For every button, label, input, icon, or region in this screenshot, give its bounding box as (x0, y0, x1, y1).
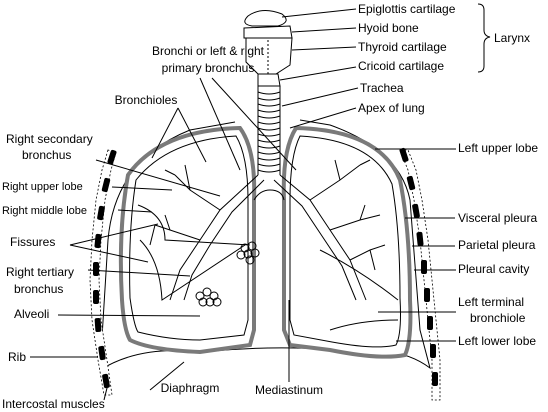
trachea-ring (257, 91, 281, 95)
rib-r9 (432, 372, 438, 386)
left-oblique-fissure (319, 249, 399, 301)
label-right-secondary-1: Right secondary (6, 132, 93, 146)
label-rib: Rib (8, 350, 26, 364)
trachea-ring (257, 133, 281, 137)
trachea-ring (257, 139, 281, 143)
rib-r6 (424, 288, 430, 302)
label-left-terminal-2: bronchiole (470, 311, 526, 325)
alveoli-clusters (195, 241, 260, 307)
epiglottis-shape (244, 10, 287, 27)
label-right-tertiary-1: Right tertiary (6, 265, 74, 279)
oblique-fissure (139, 239, 246, 301)
left-lung (281, 125, 413, 359)
rib-l3 (97, 205, 105, 221)
label-visceral-pleura: Visceral pleura (458, 211, 537, 225)
rib-l2 (101, 177, 111, 193)
trachea-ring (257, 151, 281, 155)
right-lung (118, 125, 257, 355)
trachea-ring (257, 97, 281, 101)
rib-l8 (98, 345, 106, 361)
rib-l1 (107, 149, 117, 165)
rib-r8 (430, 344, 436, 358)
label-fissures: Fissures (10, 235, 55, 249)
rib-r4 (416, 231, 424, 247)
hyoid-shape (243, 25, 293, 39)
label-intercostal: Intercostal muscles (2, 397, 105, 411)
horizontal-fissure (137, 204, 251, 246)
rib-r3 (412, 203, 420, 219)
trachea-ring (257, 157, 281, 161)
trachea-ring (257, 145, 281, 149)
label-left-lower-lobe: Left lower lobe (458, 334, 536, 348)
rib-l5 (93, 262, 99, 276)
label-right-tertiary-2: bronchus (14, 282, 63, 296)
label-cricoid: Cricoid cartilage (358, 59, 444, 73)
rib-l7 (94, 317, 102, 333)
trachea-ring (257, 169, 281, 173)
mediastinum-region (253, 189, 285, 201)
leader-lines (30, 3, 491, 401)
label-trachea: Trachea (360, 81, 404, 95)
label-right-upper-lobe: Right upper lobe (2, 181, 83, 193)
label-hyoid: Hyoid bone (358, 21, 419, 35)
trachea-ring (257, 115, 281, 119)
rib-r5 (421, 260, 427, 274)
label-right-secondary-2: bronchus (22, 148, 71, 162)
label-alveoli: Alveoli (14, 307, 49, 321)
bronchial-tree (149, 159, 386, 301)
label-right-middle-lobe: Right middle lobe (2, 205, 87, 217)
right-rib-column (89, 149, 117, 396)
labels: Epiglottis cartilage Hyoid bone Thyroid … (2, 2, 538, 411)
trachea (257, 86, 281, 175)
trachea-ring (257, 109, 281, 113)
trachea-ring (257, 121, 281, 125)
label-larynx: Larynx (494, 31, 530, 45)
label-parietal-pleura: Parietal pleura (458, 238, 536, 252)
label-epiglottis: Epiglottis cartilage (358, 2, 456, 16)
label-bronchi-1: Bronchi or left & right (152, 44, 265, 58)
label-pleural-cavity: Pleural cavity (458, 262, 529, 276)
trachea-ring (257, 103, 281, 107)
rib-r2 (406, 175, 416, 191)
label-bronchi-2: primary bronchus (162, 61, 255, 75)
label-apex: Apex of lung (358, 101, 425, 115)
label-bronchioles: Bronchioles (115, 93, 178, 107)
label-thyroid: Thyroid cartilage (358, 40, 447, 54)
cricoid-shape (257, 73, 281, 87)
label-left-upper-lobe: Left upper lobe (458, 141, 538, 155)
left-rib-column (399, 147, 441, 401)
label-mediastinum: Mediastinum (255, 383, 323, 397)
trachea-ring (257, 163, 281, 167)
label-diaphragm: Diaphragm (161, 381, 220, 395)
trachea-ring (257, 127, 281, 131)
rib-r1 (399, 147, 409, 163)
rib-r7 (427, 316, 433, 330)
rib-l6 (93, 290, 99, 304)
label-left-terminal-1: Left terminal (458, 295, 524, 309)
